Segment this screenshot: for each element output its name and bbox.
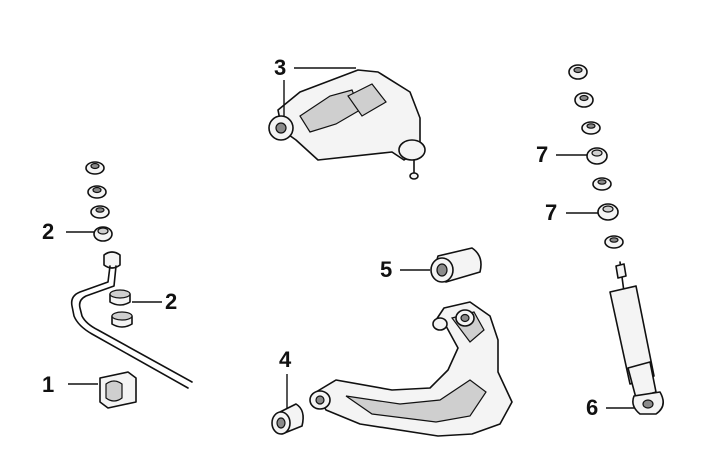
shock-washer-2-hole — [597, 179, 607, 185]
nut-top-hole — [90, 162, 100, 170]
callout-7-lower: 7 — [545, 200, 558, 225]
callout-6: 6 — [586, 395, 599, 420]
shock-washer-3-hole — [609, 237, 619, 243]
shock-nut-2-hole — [579, 94, 589, 102]
callout-7-upper: 7 — [536, 142, 549, 167]
lower-arm-mount — [432, 317, 448, 331]
shock-lower-eye-hole — [642, 399, 654, 409]
bushing-upper-top — [97, 227, 109, 235]
stabilizer-bar-body — [70, 265, 189, 389]
lower-control-arm — [309, 301, 513, 437]
bushing-4-hole — [276, 417, 286, 429]
upper-arm-pivot-hole — [275, 122, 287, 134]
callout-3: 3 — [274, 55, 287, 80]
ball-joint — [398, 139, 426, 161]
stabilizer-bar-body-edge — [78, 265, 193, 383]
link-bushing-b-top — [111, 311, 133, 321]
shock-bushing-1-top — [591, 149, 603, 157]
upper-control-arm — [268, 69, 426, 180]
arm-bushing-4 — [271, 403, 304, 435]
ball-joint-nut — [409, 172, 419, 180]
callout-2-upper: 2 — [42, 219, 55, 244]
stabilizer-bar — [70, 251, 193, 389]
stabilizer-bushing — [99, 371, 137, 409]
shock-dust-cover — [609, 285, 655, 385]
callout-4: 4 — [279, 347, 292, 372]
shock-rod-thread — [615, 263, 627, 279]
callout-5: 5 — [380, 257, 393, 282]
lower-arm-pivot-hole — [315, 395, 325, 405]
link-bushing-a-top — [109, 289, 131, 299]
shock-absorber — [609, 261, 664, 415]
bushing-5-hole — [436, 263, 448, 277]
shock-hardware-stack — [568, 64, 624, 249]
bushing-slot — [105, 380, 123, 402]
stabilizer-link-end — [103, 251, 121, 269]
callout-2-lower: 2 — [165, 289, 178, 314]
nut-second-hole — [92, 186, 102, 194]
shock-nut-1-hole — [573, 66, 583, 74]
stabilizer-hardware-stack — [85, 161, 113, 242]
leader-lines — [66, 67, 634, 409]
arm-bushing-5 — [430, 247, 482, 283]
upper-arm-recess-2 — [347, 83, 387, 117]
lower-arm-recess — [345, 379, 487, 423]
washer-1-hole — [95, 207, 105, 213]
lower-arm-upper-eye-hole — [460, 313, 470, 323]
callout-1: 1 — [42, 372, 55, 397]
shock-bushing-2-top — [602, 205, 614, 213]
shock-washer-1-hole — [586, 123, 596, 129]
